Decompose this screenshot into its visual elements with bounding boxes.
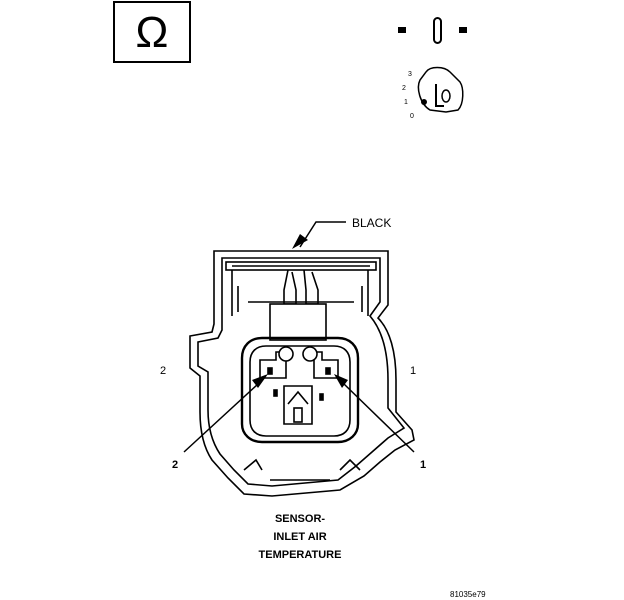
title-line-2: INLET AIR [273,531,326,543]
connector-color-callout: BLACK [292,216,391,249]
selector-pos-2: 2 [402,85,406,92]
pin-1-side-label: 1 [410,365,416,377]
pin-2-callout: 2 [172,374,268,471]
rotary-selector-icon: 3 2 1 0 [402,66,464,120]
toggle-switch-icon [398,17,467,44]
pin-2-side-label: 2 [160,365,166,377]
selector-pos-3: 3 [408,71,412,78]
ohm-glyph: Ω [136,8,169,57]
selector-pos-0: 0 [410,113,414,120]
pin-1-callout: 1 [334,374,426,471]
pin-2-callout-label: 2 [172,459,178,471]
selector-pos-1: 1 [404,99,408,106]
connector-title: SENSOR- INLET AIR TEMPERATURE [259,513,342,561]
title-line-3: TEMPERATURE [259,549,342,561]
pin-1-callout-label: 1 [420,459,426,471]
title-line-1: SENSOR- [275,513,325,525]
figure-id: 81035e79 [450,590,486,599]
connector-color-label: BLACK [352,216,391,230]
ohm-symbol-icon: Ω [113,1,191,63]
connector-body [189,250,415,497]
